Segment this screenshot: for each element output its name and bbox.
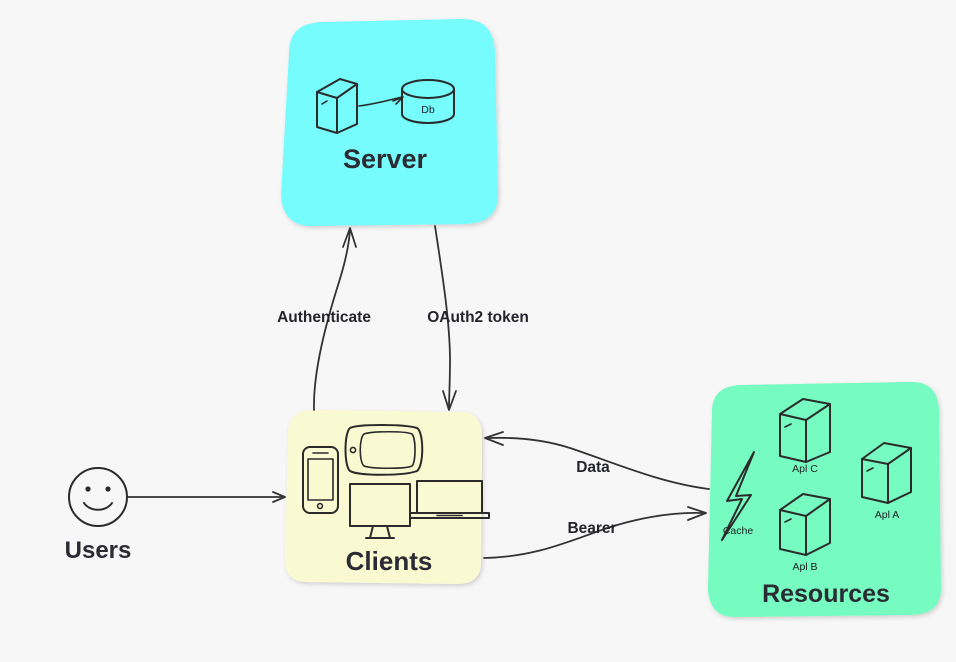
users-group-label: Users: [65, 537, 132, 564]
edge-authenticate-label: Authenticate: [277, 309, 371, 326]
server-cube-icon: [316, 78, 358, 134]
edge-users-to-clients: [127, 491, 286, 503]
tablet-icon: [344, 424, 424, 476]
cache-label: Cache: [723, 525, 754, 537]
edge-authenticate: Authenticate: [277, 227, 371, 411]
group-users[interactable]: Users: [65, 467, 132, 564]
resources-group-shape: [708, 382, 941, 617]
server-cube-icon-api-a: Apl A: [861, 442, 912, 521]
edge-oauth2-token-label: OAuth2 token: [427, 309, 529, 326]
lightning-bolt-icon: Cache: [721, 451, 755, 541]
server-group-shape: [281, 19, 498, 226]
db-label: Db: [421, 104, 435, 116]
group-server[interactable]: Db Server: [281, 19, 498, 226]
clients-group-label: Clients: [346, 546, 433, 576]
smiley-face-icon: [68, 467, 128, 527]
edge-bearer: Bearer: [483, 506, 707, 559]
edge-data-label: Data: [576, 459, 610, 476]
api-c-label: Apl C: [792, 463, 818, 475]
desktop-monitor-icon: [349, 483, 411, 539]
database-cylinder-icon: Db: [401, 79, 455, 124]
smartphone-icon: [302, 446, 339, 514]
edge-bearer-label: Bearer: [567, 520, 616, 537]
server-group-label: Server: [343, 144, 428, 174]
clients-group-shape: [285, 410, 482, 584]
edge-data: Data: [484, 431, 710, 490]
server-cube-icon-api-b: Apl B: [779, 493, 831, 573]
group-resources[interactable]: Cache Apl C Apl A: [708, 382, 941, 617]
api-b-label: Apl B: [792, 561, 817, 573]
group-clients[interactable]: Clients: [285, 410, 490, 584]
resources-group-label: Resources: [762, 580, 890, 608]
api-a-label: Apl A: [875, 509, 900, 521]
laptop-icon: [409, 480, 490, 519]
edge-oauth2-token: OAuth2 token: [427, 225, 529, 411]
server-cube-icon-api-c: Apl C: [779, 398, 831, 475]
